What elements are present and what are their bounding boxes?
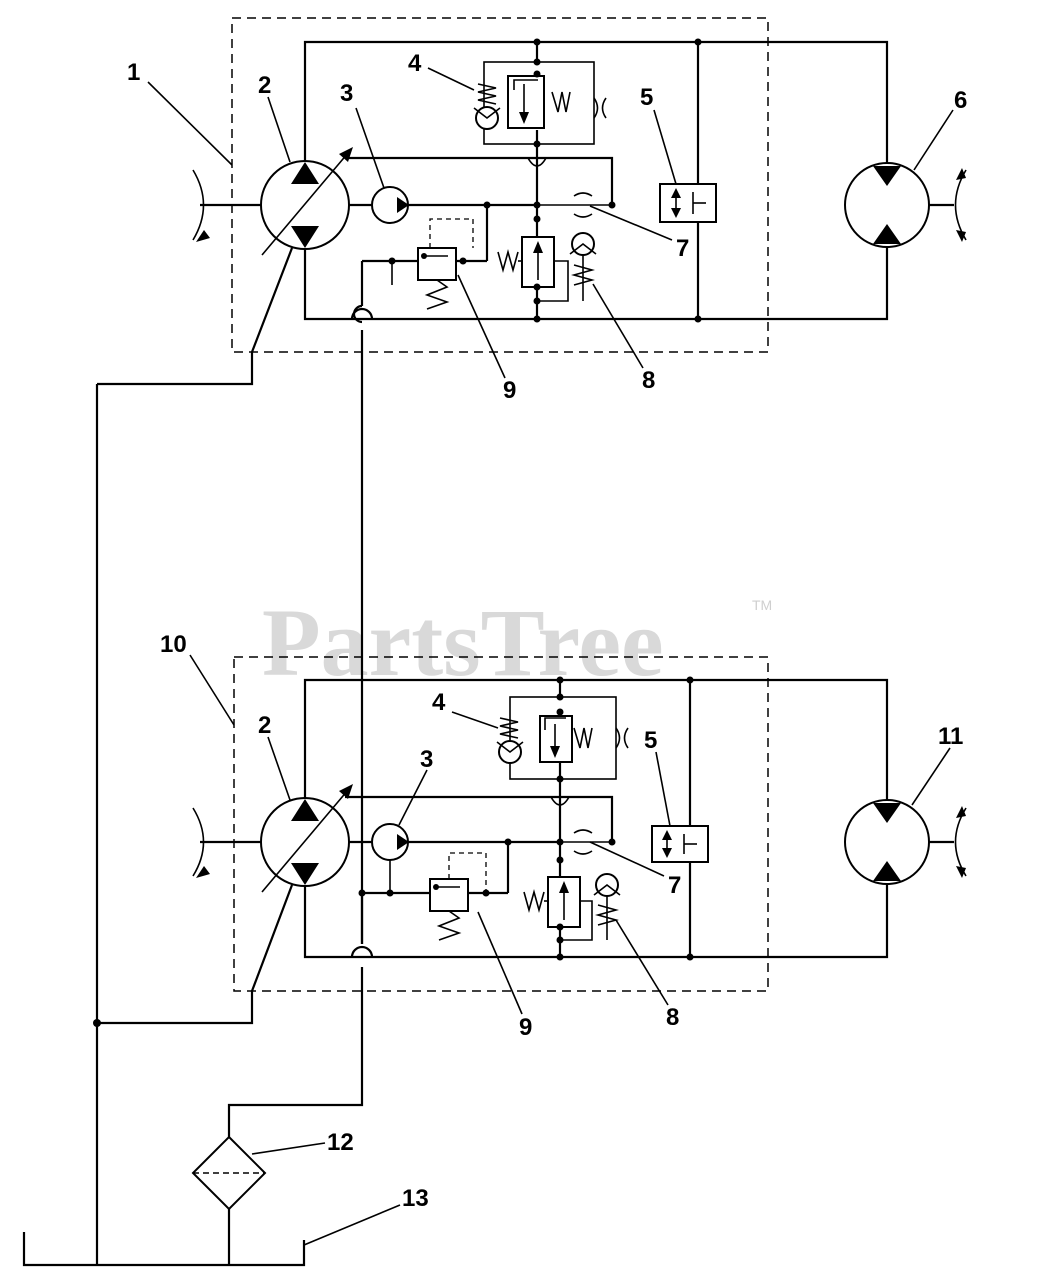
watermark: PartsTree xyxy=(262,589,664,696)
callout-9-top: 9 xyxy=(503,377,516,404)
bottom-case-drain-line xyxy=(97,884,294,1025)
callout-12: 12 xyxy=(327,1129,354,1156)
bottom-high-pressure-line xyxy=(303,678,889,803)
callout-7-top: 7 xyxy=(676,235,689,262)
callout-leaders xyxy=(147,67,954,1246)
top-wheel-motor xyxy=(844,162,967,248)
callout-8-bottom: 8 xyxy=(666,1004,679,1031)
reservoir xyxy=(22,1232,306,1267)
callout-1: 1 xyxy=(127,59,140,86)
bottom-charge-pump xyxy=(345,795,616,861)
bottom-bypass-valve xyxy=(651,676,709,961)
callout-8-top: 8 xyxy=(642,367,655,394)
callout-9-bottom: 9 xyxy=(519,1014,532,1041)
callout-10: 10 xyxy=(160,631,187,658)
top-return-line xyxy=(303,245,889,321)
top-circuit xyxy=(97,17,967,386)
top-case-drain-line xyxy=(97,247,294,386)
bottom-check-relief-assembly-upper xyxy=(496,676,629,783)
callout-2-bottom: 2 xyxy=(258,712,271,739)
top-variable-pump xyxy=(192,147,353,256)
bottom-return-line xyxy=(303,882,889,959)
watermark-tm: TM xyxy=(752,597,772,613)
callout-4-top: 4 xyxy=(408,50,422,77)
callout-5-top: 5 xyxy=(640,84,653,111)
callout-13: 13 xyxy=(402,1185,429,1212)
bottom-variable-pump xyxy=(192,784,353,893)
top-charge-relief-valve xyxy=(360,205,489,310)
callout-5-bottom: 5 xyxy=(644,727,657,754)
bottom-circuit xyxy=(93,656,967,1027)
top-check-relief-assembly-lower xyxy=(483,38,597,323)
bottom-pump-housing-outline xyxy=(233,656,769,992)
callout-3-top: 3 xyxy=(340,80,353,107)
top-check-relief-assembly-upper xyxy=(473,58,607,148)
callout-3-bottom: 3 xyxy=(420,746,433,773)
bottom-check-relief-assembly-lower xyxy=(523,838,621,961)
callout-6: 6 xyxy=(954,87,967,114)
bottom-wheel-motor xyxy=(844,799,967,885)
top-bypass-valve xyxy=(659,38,717,323)
charge-filter xyxy=(191,1135,267,1265)
callout-11: 11 xyxy=(938,723,963,750)
callout-2-top: 2 xyxy=(258,72,271,99)
bottom-charge-relief-valve xyxy=(358,838,512,944)
top-charge-pump xyxy=(345,156,616,224)
callout-7-bottom: 7 xyxy=(668,872,681,899)
callout-4-bottom: 4 xyxy=(432,689,446,716)
callout-labels: 1 2 3 4 5 6 7 8 9 10 2 3 4 5 11 7 8 9 12… xyxy=(127,50,967,1212)
top-high-pressure-line xyxy=(303,40,889,167)
shared-lines xyxy=(22,304,374,1267)
